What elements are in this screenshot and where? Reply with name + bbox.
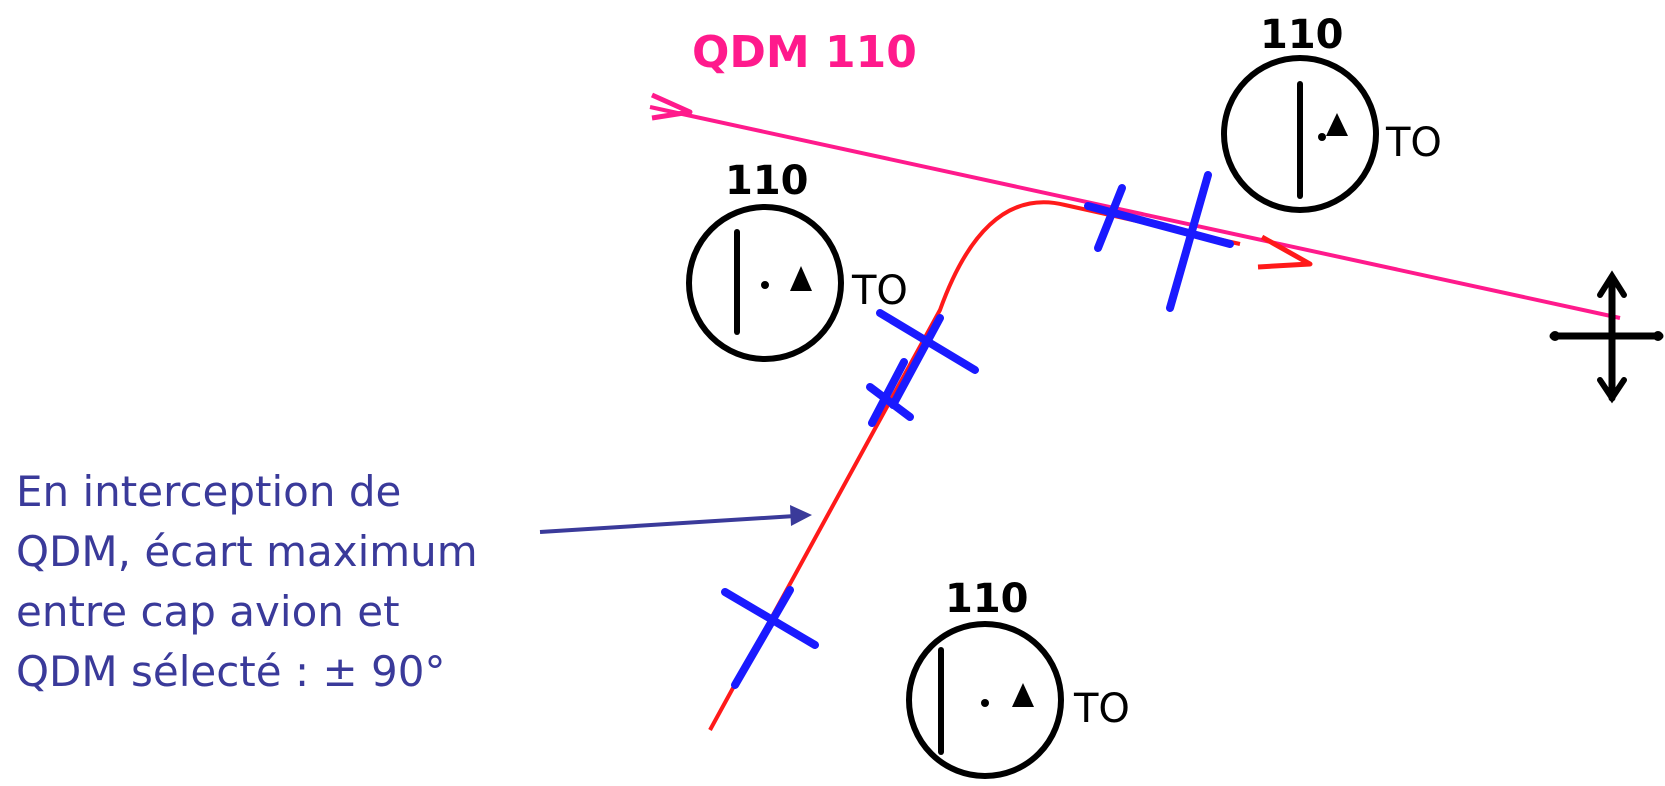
annotation-line: entre cap avion et [16,587,400,636]
tick-mark [1166,171,1212,312]
to-from-label: TO [851,268,908,314]
to-from-label: TO [1073,686,1130,732]
annotation-line: En interception de [16,467,402,516]
tick-mark [889,314,944,409]
cdi-indicator: 110 TO [1221,12,1442,213]
course-value: 110 [1260,12,1344,58]
course-value: 110 [945,576,1029,622]
annotation-line: QDM, écart maximum [16,527,478,576]
tick-mark [868,358,908,427]
qdm-label: QDM 110 [692,27,917,78]
to-flag-triangle-icon [790,266,812,291]
annotation-pointer [539,505,812,534]
dot-icon [1318,133,1326,141]
cdi-indicator: 110 TO [686,158,908,362]
cdi-indicator: 110 TO [906,576,1130,779]
tick-mark [731,586,794,689]
dot-icon [981,699,989,707]
qdm-line [649,105,1621,320]
annotation-text: En interception de QDM, écart maximum en… [16,462,536,702]
qdm-route: QDM 110 [649,27,1621,320]
annotation-line: QDM sélecté : ± 90° [16,647,446,696]
track-arrow [1257,234,1313,270]
aircraft-track [708,200,1313,731]
track-path [708,200,1241,731]
track-ticks [721,171,1234,689]
tick-mark [866,383,914,421]
to-flag-triangle-icon [1012,683,1034,707]
beacon-icon [1549,270,1664,404]
course-value: 110 [725,158,809,204]
qdm-entry-arrow [650,92,693,121]
to-from-label: TO [1385,120,1442,166]
pointer-arrowhead [790,505,812,526]
to-flag-triangle-icon [1326,113,1348,136]
tick-mark [1094,184,1126,252]
dot-icon [761,281,769,289]
pointer-line [539,514,796,534]
